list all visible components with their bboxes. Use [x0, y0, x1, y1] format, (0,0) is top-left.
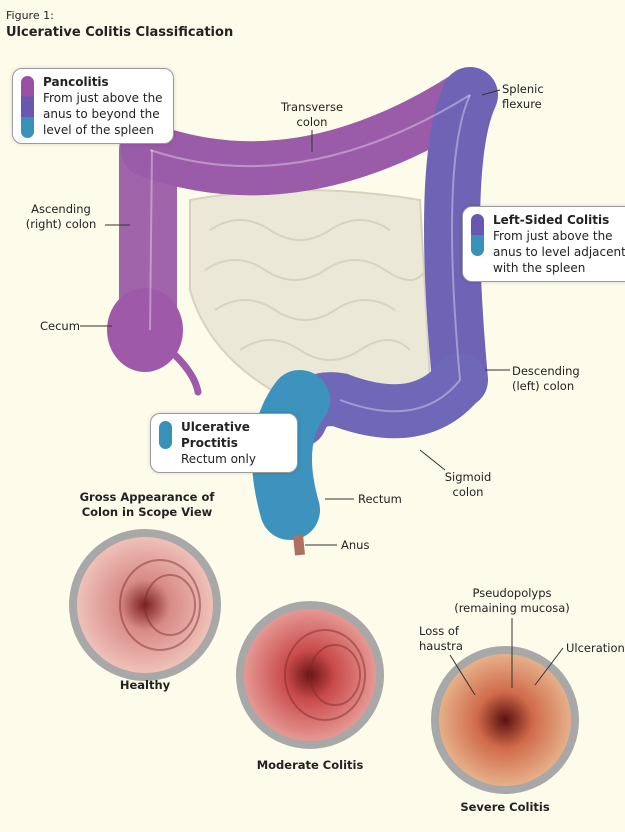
legend-title: Ulcerative Proctitis [181, 420, 250, 450]
label-descending-colon: Descending(left) colon [512, 364, 580, 393]
legend-line: anus to beyond the [43, 107, 160, 121]
legend-line: level of the spleen [43, 123, 154, 137]
moderate-scope-view [236, 601, 384, 749]
appendix [171, 351, 202, 396]
label-ascending-colon: Ascending(right) colon [25, 202, 97, 231]
legend-title: Pancolitis [43, 75, 109, 89]
label-moderate-colitis: Moderate Colitis [256, 758, 364, 772]
healthy-scope-view [69, 529, 221, 681]
legend-line: Rectum only [181, 452, 256, 466]
pancolitis-color-icon [21, 76, 34, 138]
label-cecum: Cecum [40, 319, 80, 333]
legend-line: From just above the [43, 91, 163, 105]
left-sided-color-icon [471, 214, 484, 256]
label-ulceration: Ulceration [566, 641, 625, 655]
legend-line: From just above the [493, 229, 613, 243]
label-rectum: Rectum [358, 492, 402, 506]
label-healthy: Healthy [119, 678, 171, 692]
label-anus: Anus [341, 538, 370, 552]
legend-pancolitis: Pancolitis From just above the anus to b… [12, 68, 174, 144]
legend-title: Left-Sided Colitis [493, 213, 610, 227]
anus-shape [293, 534, 305, 556]
transverse-colon [121, 68, 497, 196]
legend-line: anus to level adjacent [493, 245, 625, 259]
severe-scope-view [431, 646, 579, 794]
legend-line: with the spleen [493, 261, 586, 275]
figure-title: Ulcerative Colitis Classification [6, 25, 234, 40]
legend-left-sided: Left-Sided Colitis From just above the a… [462, 206, 625, 282]
label-pseudopolyps: Pseudopolyps(remaining mucosa) [454, 586, 570, 615]
descending-colon [424, 67, 498, 408]
label-severe-colitis: Severe Colitis [460, 800, 550, 814]
figure-label: Figure 1: [6, 9, 54, 22]
proctitis-color-icon [159, 421, 172, 449]
legend-proctitis: Ulcerative Proctitis Rectum only [150, 413, 298, 473]
cecum-shape [107, 288, 183, 372]
